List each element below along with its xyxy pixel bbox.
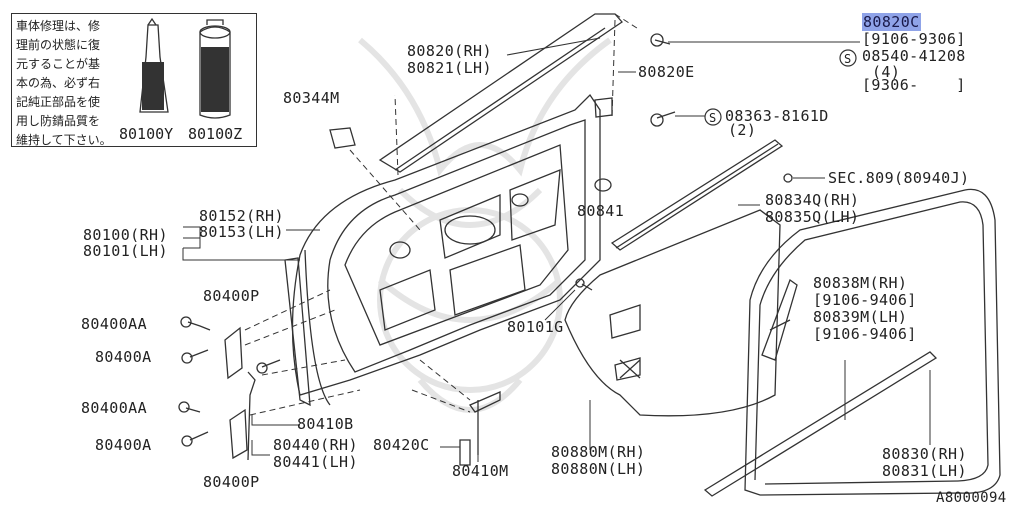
note-item-80100y: 80100Y (119, 125, 174, 143)
label-80821[interactable]: 80821(LH) (407, 59, 492, 77)
label-80839m[interactable]: 80839M(LH) (813, 308, 908, 326)
note-item-80100z: 80100Z (188, 125, 243, 143)
label-80400p-top[interactable]: 80400P (203, 287, 260, 305)
lower-moulding-strip (703, 351, 938, 497)
plug-80841 (594, 178, 612, 192)
door-check-link (469, 391, 501, 413)
hinge-upper (224, 326, 243, 380)
repair-note-text: 車体修理は、修 理前の状態に復 元することが基 本の為、必ず右 記純正部品を使 … (16, 19, 112, 147)
label-80152[interactable]: 80152(RH) (199, 207, 284, 225)
hinge-lower (229, 408, 248, 460)
label-80400aa-bot[interactable]: 80400AA (81, 399, 148, 417)
inner-weatherstrip (761, 278, 798, 361)
label-sec809[interactable]: SEC.809(80940J) (828, 169, 970, 187)
label-08363[interactable]: 08363-8161D (725, 107, 829, 125)
label-80820c-range: [9106-9306] (862, 30, 966, 48)
s-symbols (704, 49, 857, 126)
door-sash-upper (378, 13, 623, 173)
label-80820[interactable]: 80820(RH) (407, 42, 492, 60)
label-80344m[interactable]: 80344M (283, 89, 340, 107)
clip-80344m (329, 127, 356, 149)
label-80101[interactable]: 80101(LH) (83, 242, 168, 260)
label-80440[interactable]: 80440(RH) (273, 436, 358, 454)
label-08540-range: [9306- ] (862, 76, 966, 94)
label-80153[interactable]: 80153(LH) (199, 223, 284, 241)
label-80410m[interactable]: 80410M (452, 462, 509, 480)
label-80400p-bot[interactable]: 80400P (203, 473, 260, 491)
label-80441[interactable]: 80441(LH) (273, 453, 358, 471)
label-08540[interactable]: 08540-41208 (862, 47, 966, 65)
sealant-tube-and-can-icon (139, 17, 231, 119)
label-80838m-range: [9106-9406] (813, 291, 917, 309)
label-80834q[interactable]: 80834Q(RH) (765, 191, 860, 209)
label-80831[interactable]: 80831(LH) (882, 462, 967, 480)
label-80820e[interactable]: 80820E (638, 63, 695, 81)
label-80100[interactable]: 80100(RH) (83, 226, 168, 244)
watermark-emblem (358, 37, 612, 413)
label-08363-qty: (2) (728, 121, 757, 139)
label-80839m-range: [9106-9406] (813, 325, 917, 343)
figure-id: A8000094 (936, 490, 1007, 506)
highlighted-part-80820c[interactable]: 80820C (862, 13, 921, 31)
label-80835q[interactable]: 80835Q(LH) (765, 208, 860, 226)
label-80400aa-top[interactable]: 80400AA (81, 315, 148, 333)
leader-lines (182, 37, 931, 462)
door-weatherstrip (744, 188, 1001, 496)
label-80841[interactable]: 80841 (577, 202, 625, 220)
bolts (178, 33, 793, 447)
label-80838m[interactable]: 80838M(RH) (813, 274, 908, 292)
s-symbol-text-1: S (844, 52, 851, 66)
label-80830[interactable]: 80830(RH) (882, 445, 967, 463)
label-80400a-top[interactable]: 80400A (95, 348, 152, 366)
door-outer-panel (291, 93, 601, 396)
label-80101g[interactable]: 80101G (507, 318, 564, 336)
label-80410b[interactable]: 80410B (297, 415, 354, 433)
label-80880m[interactable]: 80880M(RH) (551, 443, 646, 461)
label-80420c[interactable]: 80420C (373, 436, 430, 454)
repair-note-box: 車体修理は、修 理前の状態に復 元することが基 本の為、必ず右 記純正部品を使 … (11, 13, 257, 147)
label-80400a-bot[interactable]: 80400A (95, 436, 152, 454)
label-80880n[interactable]: 80880N(LH) (551, 460, 646, 478)
s-symbol-text-2: S (709, 111, 716, 125)
label-08540-qty: (4) (872, 63, 901, 81)
door-trim-panel (564, 209, 781, 417)
dashed-assembly-lines (244, 13, 641, 416)
clip-80820e (594, 97, 613, 118)
door-inner-panel (327, 119, 586, 373)
